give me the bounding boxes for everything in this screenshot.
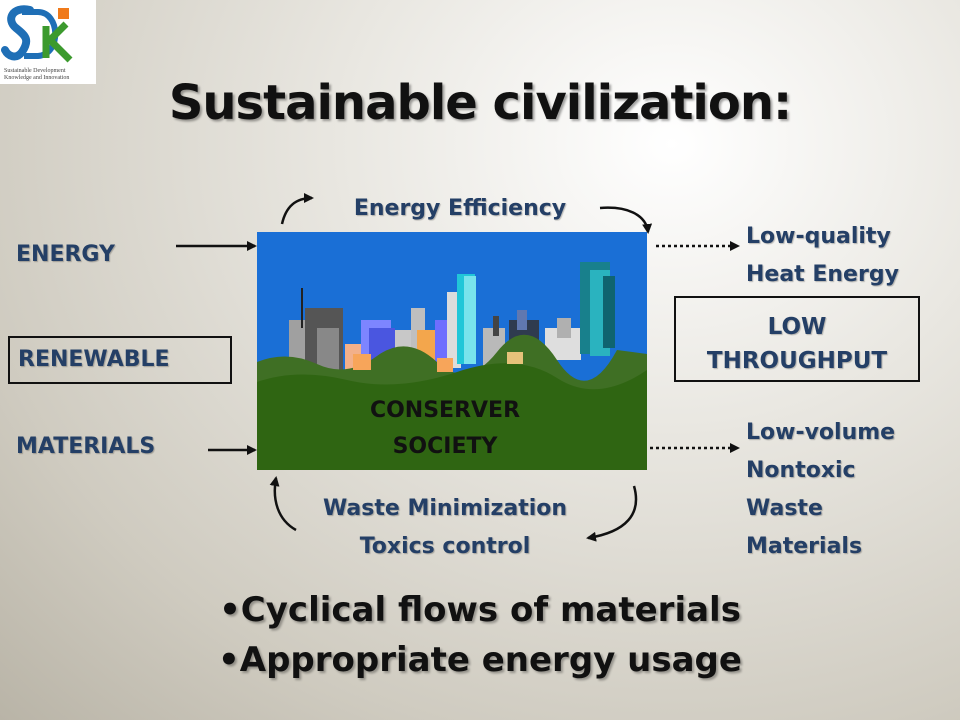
low-throughput-box: LOW THROUGHPUT [674, 296, 920, 382]
waste-line-3: Waste [746, 496, 823, 521]
summary-bullets: •Cyclical flows of materials •Appropriat… [0, 585, 960, 685]
energy-efficiency-label: Energy Efficiency [353, 196, 567, 221]
waste-line-4: Materials [746, 534, 863, 559]
waste-toxics-labels: Waste Minimization Toxics control [290, 490, 600, 566]
logo: Sustainable Development Knowledge and In… [0, 0, 96, 84]
heat-line-2: Heat Energy [746, 262, 899, 287]
heat-line-1: Low-quality [746, 224, 891, 249]
waste-line-2: Nontoxic [746, 458, 856, 483]
logo-tagline: Sustainable Development Knowledge and In… [4, 68, 70, 81]
throughput-line-1: LOW [767, 314, 827, 340]
bullet-2: •Appropriate energy usage [218, 640, 742, 680]
toxics-control-label: Toxics control [359, 534, 531, 559]
throughput-line-2: THROUGHPUT [706, 348, 888, 374]
materials-input-label: MATERIALS [16, 434, 156, 459]
page-title: Sustainable civilization: [168, 75, 792, 131]
waste-minimization-label: Waste Minimization [322, 496, 568, 521]
top-right-loop-arrow [599, 206, 653, 234]
renewable-box: RENEWABLE [8, 336, 232, 384]
bottom-right-loop-arrow [586, 485, 638, 542]
center-line-2: SOCIETY [392, 434, 498, 459]
energy-input-label: ENERGY [16, 242, 115, 267]
bottom-left-loop-arrow [269, 476, 297, 532]
renewable-label: RENEWABLE [18, 347, 170, 372]
conserver-society-label: CONSERVER SOCIETY [340, 393, 550, 465]
center-line-1: CONSERVER [369, 398, 521, 423]
sdki-logo-mark [1, 5, 73, 63]
top-left-loop-arrow [280, 193, 314, 225]
heat-output-label: Low-quality Heat Energy [746, 218, 899, 294]
throughput-text: LOW THROUGHPUT [676, 310, 918, 378]
waste-output-label: Low-volume Nontoxic Waste Materials [746, 414, 895, 566]
bullet-1: •Cyclical flows of materials [219, 590, 741, 630]
waste-line-1: Low-volume [746, 420, 896, 445]
city-scene-image [257, 232, 647, 470]
